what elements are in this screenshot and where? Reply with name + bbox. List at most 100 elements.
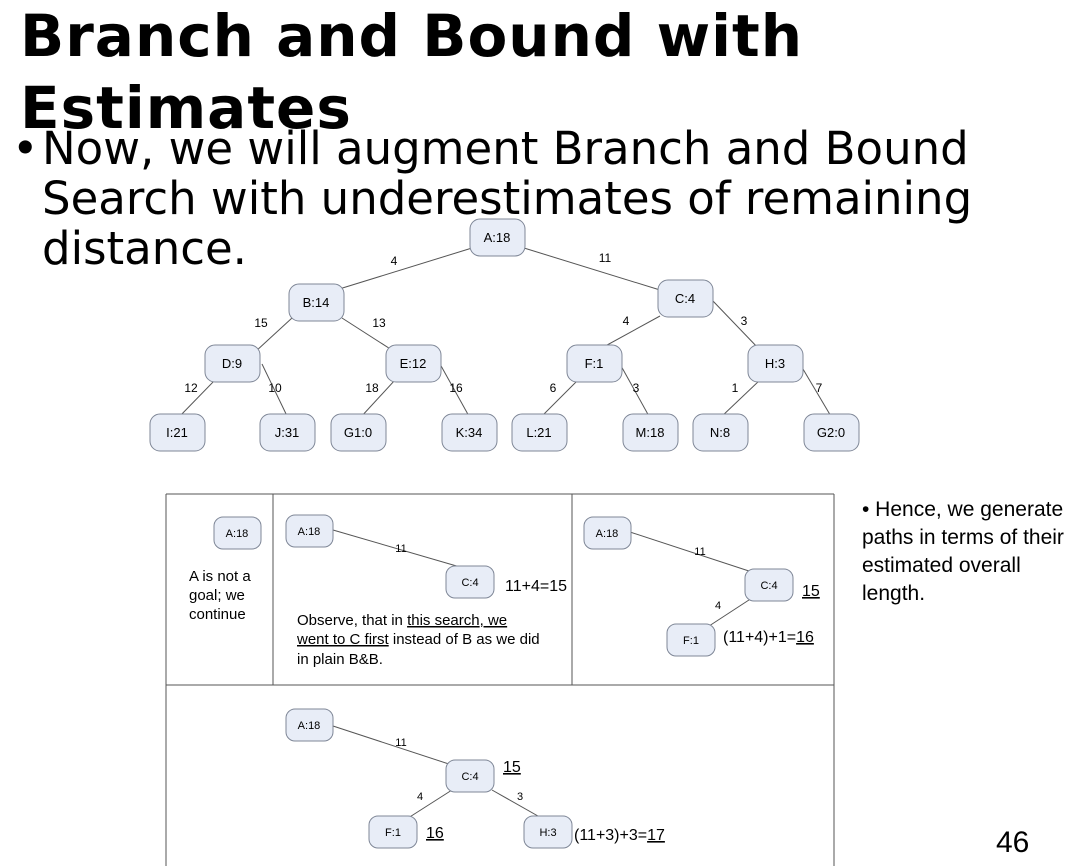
panel3-edge-c-f	[705, 597, 753, 629]
panel4-node-c: C:4	[445, 759, 495, 793]
panel3-node-a: A:18	[583, 516, 632, 550]
bullet-text: Now, we will augment Branch and Bound Se…	[42, 122, 973, 275]
edge-e-g1	[359, 379, 396, 419]
tree-edges	[177, 247, 833, 419]
page-number: 46	[996, 826, 1030, 859]
edge-f-l	[539, 379, 579, 419]
tree-nodes: A:18 B:14 C:4 D:9 E:12 F:1 H:3 I:21	[149, 218, 860, 452]
tree-node-j: J:31	[259, 413, 316, 452]
tree-node-b: B:14	[288, 283, 345, 322]
panel4-h-calc: (11+3)+3=17	[574, 827, 665, 844]
slide-title-line2: Estimates	[20, 74, 352, 142]
tree-node-m-label: M:18	[636, 425, 665, 440]
edge-label-e-g1: 18	[365, 381, 379, 395]
panel2-edge-label-a-c: 11	[395, 543, 406, 555]
panel4-edge-c-h	[491, 789, 546, 821]
panel3-c-value: 15	[802, 583, 820, 600]
panel2-observe-2a: went to C first	[296, 631, 390, 648]
panel1-text-line2: goal; we	[189, 587, 245, 604]
tree-node-f: F:1	[566, 344, 623, 383]
edge-b-d	[254, 317, 293, 353]
edge-label-b-e: 13	[372, 316, 386, 330]
panel2-node-c-label: C:4	[461, 577, 478, 589]
tree-node-l: L:21	[511, 413, 568, 452]
panel2-node-a-label: A:18	[298, 526, 321, 538]
panel4-edge-label-a-c: 11	[395, 737, 406, 749]
panel3-edge-a-c	[629, 531, 756, 574]
panel2-observe-line1: Observe, that in this search, we	[297, 612, 507, 629]
tree-node-c: C:4	[657, 279, 714, 318]
panel2-observe-1c: this search	[407, 612, 480, 629]
panel4-node-a-label: A:18	[298, 720, 321, 732]
panel4-node-a: A:18	[285, 708, 334, 742]
tree-node-c-label: C:4	[675, 291, 695, 306]
edge-label-e-k: 16	[449, 381, 463, 395]
tree-node-j-label: J:31	[275, 425, 300, 440]
panel2-node-a: A:18	[285, 514, 334, 548]
panel3-f-calc-prefix: (11+4)+1=	[723, 629, 796, 646]
tree-node-b-label: B:14	[303, 295, 330, 310]
panel4-node-c-label: C:4	[461, 771, 478, 783]
panel4-node-h: H:3	[523, 815, 573, 849]
bullet-marker: •	[12, 122, 39, 175]
tree-node-a-label: A:18	[484, 230, 511, 245]
panel4-h-calc-prefix: (11+3)+3=	[574, 827, 647, 844]
tree-node-g2: G2:0	[803, 413, 860, 452]
edge-e-k	[439, 363, 471, 419]
edge-label-a-b: 4	[391, 254, 398, 268]
panel4-c-value: 15	[503, 759, 521, 776]
panel2-observe-line2: went to C first instead of B as we did	[296, 631, 540, 648]
panel4-edge-label-c-h: 3	[517, 791, 523, 803]
panel-grid	[165, 493, 835, 866]
panel1-text-line1: A is not a	[189, 568, 251, 585]
edge-f-m	[619, 363, 651, 419]
panel1-node-a: A:18	[213, 516, 262, 550]
edge-label-d-j: 10	[268, 381, 282, 395]
panel3-node-c-label: C:4	[760, 580, 777, 592]
panel1-text-line3: continue	[189, 606, 246, 623]
slide-title-line1: Branch and Bound with	[20, 2, 804, 70]
panel4-f-value: 16	[426, 825, 444, 842]
tree-node-i: I:21	[149, 413, 206, 452]
edge-d-i	[177, 379, 216, 419]
panel4-edge-c-f	[404, 789, 453, 821]
tree-node-i-label: I:21	[166, 425, 188, 440]
tree-node-g2-label: G2:0	[817, 425, 845, 440]
edge-label-c-h: 3	[741, 314, 748, 328]
edge-label-f-m: 3	[633, 381, 640, 395]
tree-node-g1-label: G1:0	[344, 425, 372, 440]
tree-node-e-label: E:12	[400, 356, 427, 371]
edge-label-f-l: 6	[550, 381, 557, 395]
tree-node-l-label: L:21	[526, 425, 551, 440]
tree-node-g1: G1:0	[330, 413, 387, 452]
edge-label-h-n: 1	[732, 381, 739, 395]
panel2-observe-2b: instead of B as we did	[389, 631, 540, 648]
panel3-edge-label-a-c: 11	[694, 546, 705, 558]
edge-c-h	[711, 299, 761, 351]
panel-1: A:18 A is not a goal; we continue	[189, 516, 262, 623]
panel4-edge-label-c-f: 4	[417, 791, 423, 803]
edge-h-n	[719, 379, 761, 419]
tree-edge-labels: 4 11 15 13 4 3 12 10 18 16 6 3 1 7	[184, 251, 822, 395]
panel-4: 11 4 3 A:18 C:4 F:1 H:3 15 16 (11+3)+3=1…	[285, 708, 665, 849]
edge-d-j	[261, 363, 289, 419]
tree-node-h-label: H:3	[765, 356, 785, 371]
panel3-node-f: F:1	[666, 623, 716, 657]
panel2-calc: 11+4=15	[505, 578, 567, 595]
slide-title: Branch and Bound with Estimates	[20, 0, 1020, 144]
tree-node-a: A:18	[469, 218, 526, 257]
tree-node-d: D:9	[204, 344, 261, 383]
tree-node-h: H:3	[747, 344, 804, 383]
panel3-node-a-label: A:18	[596, 528, 619, 540]
edge-label-c-f: 4	[623, 314, 630, 328]
edge-label-d-i: 12	[184, 381, 198, 395]
panel1-node-a-label: A:18	[226, 528, 249, 540]
panel2-observe-1b: , that in	[354, 612, 407, 629]
panel3-f-calc-value: 16	[796, 629, 814, 646]
panel4-node-f-label: F:1	[385, 827, 401, 839]
tree-node-m: M:18	[622, 413, 679, 452]
panel4-h-calc-value: 17	[647, 827, 665, 844]
side-note: • Hence, we generate paths in terms of t…	[862, 498, 1064, 605]
panel3-f-calc: (11+4)+1=16	[723, 629, 814, 646]
